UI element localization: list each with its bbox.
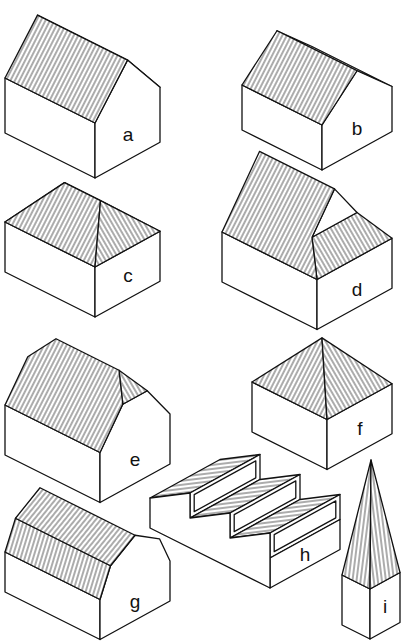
roof	[242, 31, 357, 125]
roof-type-letter: f	[357, 419, 362, 438]
roof	[222, 151, 335, 279]
spire-face	[342, 460, 371, 589]
roof-type-letter: b	[352, 119, 363, 138]
gable-roof-house	[242, 31, 392, 170]
gable-roof-house	[5, 15, 160, 178]
mansard-roof-house	[5, 488, 170, 640]
roof-type-letter: c	[123, 266, 133, 285]
half-hip-roof-house	[5, 339, 170, 503]
pyramid-roof-house	[252, 338, 392, 470]
spire-face	[370, 460, 400, 589]
sawtooth-roof-house	[150, 455, 340, 589]
roof-type-letter: h	[300, 545, 311, 564]
profile-wall	[150, 493, 270, 588]
roof-face	[322, 338, 392, 420]
foot-hip-roof-house	[222, 151, 392, 329]
roof	[5, 339, 123, 453]
roof-type-letter: d	[352, 280, 363, 299]
roof	[5, 15, 128, 123]
roof-hip	[95, 201, 160, 267]
roof-type-letter: g	[130, 592, 141, 611]
roof	[5, 183, 101, 267]
roof-type-letter: a	[123, 125, 134, 144]
roof-upper	[16, 488, 136, 566]
roof-type-letter: i	[383, 597, 387, 616]
hip-roof-house	[5, 183, 160, 317]
spire-tower	[342, 460, 400, 639]
roof-face	[252, 338, 327, 420]
roof-hip	[119, 370, 147, 404]
end-wall	[270, 520, 340, 589]
roof-type-letter: e	[130, 450, 141, 469]
